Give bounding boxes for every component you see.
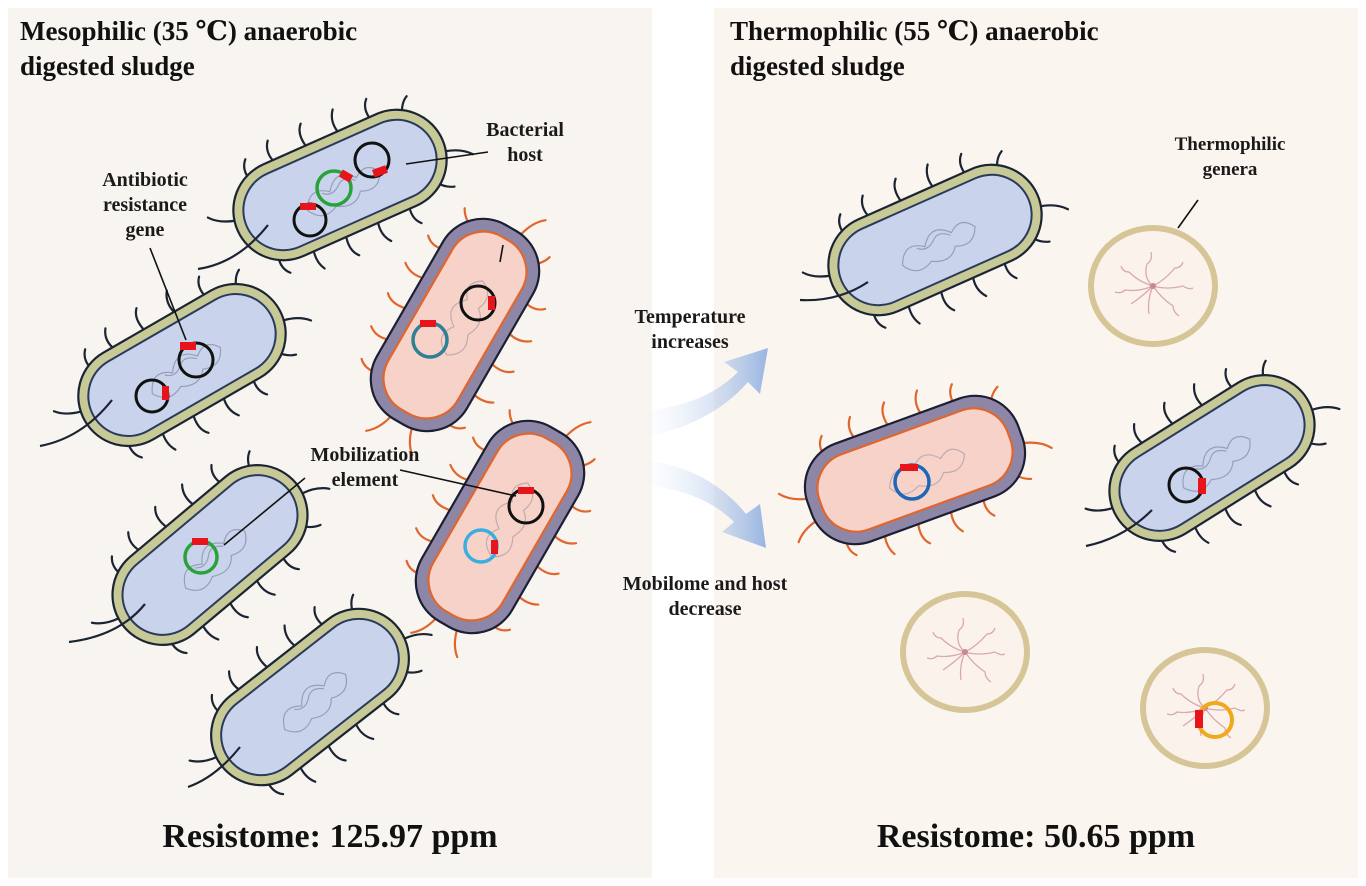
bacterium-blue-right-top [782, 118, 1088, 362]
left-resistome-value: Resistome: 125.97 ppm [162, 818, 498, 855]
thermophilic-genera-cell-top [1091, 228, 1215, 344]
label-thermophilic-genera: Thermophilic genera [1174, 134, 1286, 180]
bacterium-blue-left [28, 234, 336, 496]
bacterium-blue-right-middle [1059, 324, 1365, 592]
label-bacterial-host: Bacterial host [486, 119, 564, 166]
left-panel-title: Mesophilic (35 ℃) anaerobic digested slu… [20, 16, 358, 81]
thermophilic-genera-cell-bottom-left [903, 594, 1027, 710]
arrow-temperature-increases [626, 348, 768, 440]
label-mobilome-host-decrease: Mobilome and host decrease [622, 573, 788, 620]
label-antibiotic-resistance-gene: Antibiotic resistance gene [102, 169, 188, 241]
arrow-mobilome-decrease [626, 458, 766, 548]
right-panel-title: Thermophilic (55 ℃) anaerobic digested s… [730, 16, 1099, 81]
right-resistome-value: Resistome: 50.65 ppm [876, 818, 1196, 855]
callout-line-thermophilic [1177, 199, 1199, 229]
label-mobilization-element: Mobilization element [310, 444, 420, 491]
label-temperature-increases: Temperature increases [634, 306, 746, 353]
callout-lines-left [149, 151, 517, 546]
